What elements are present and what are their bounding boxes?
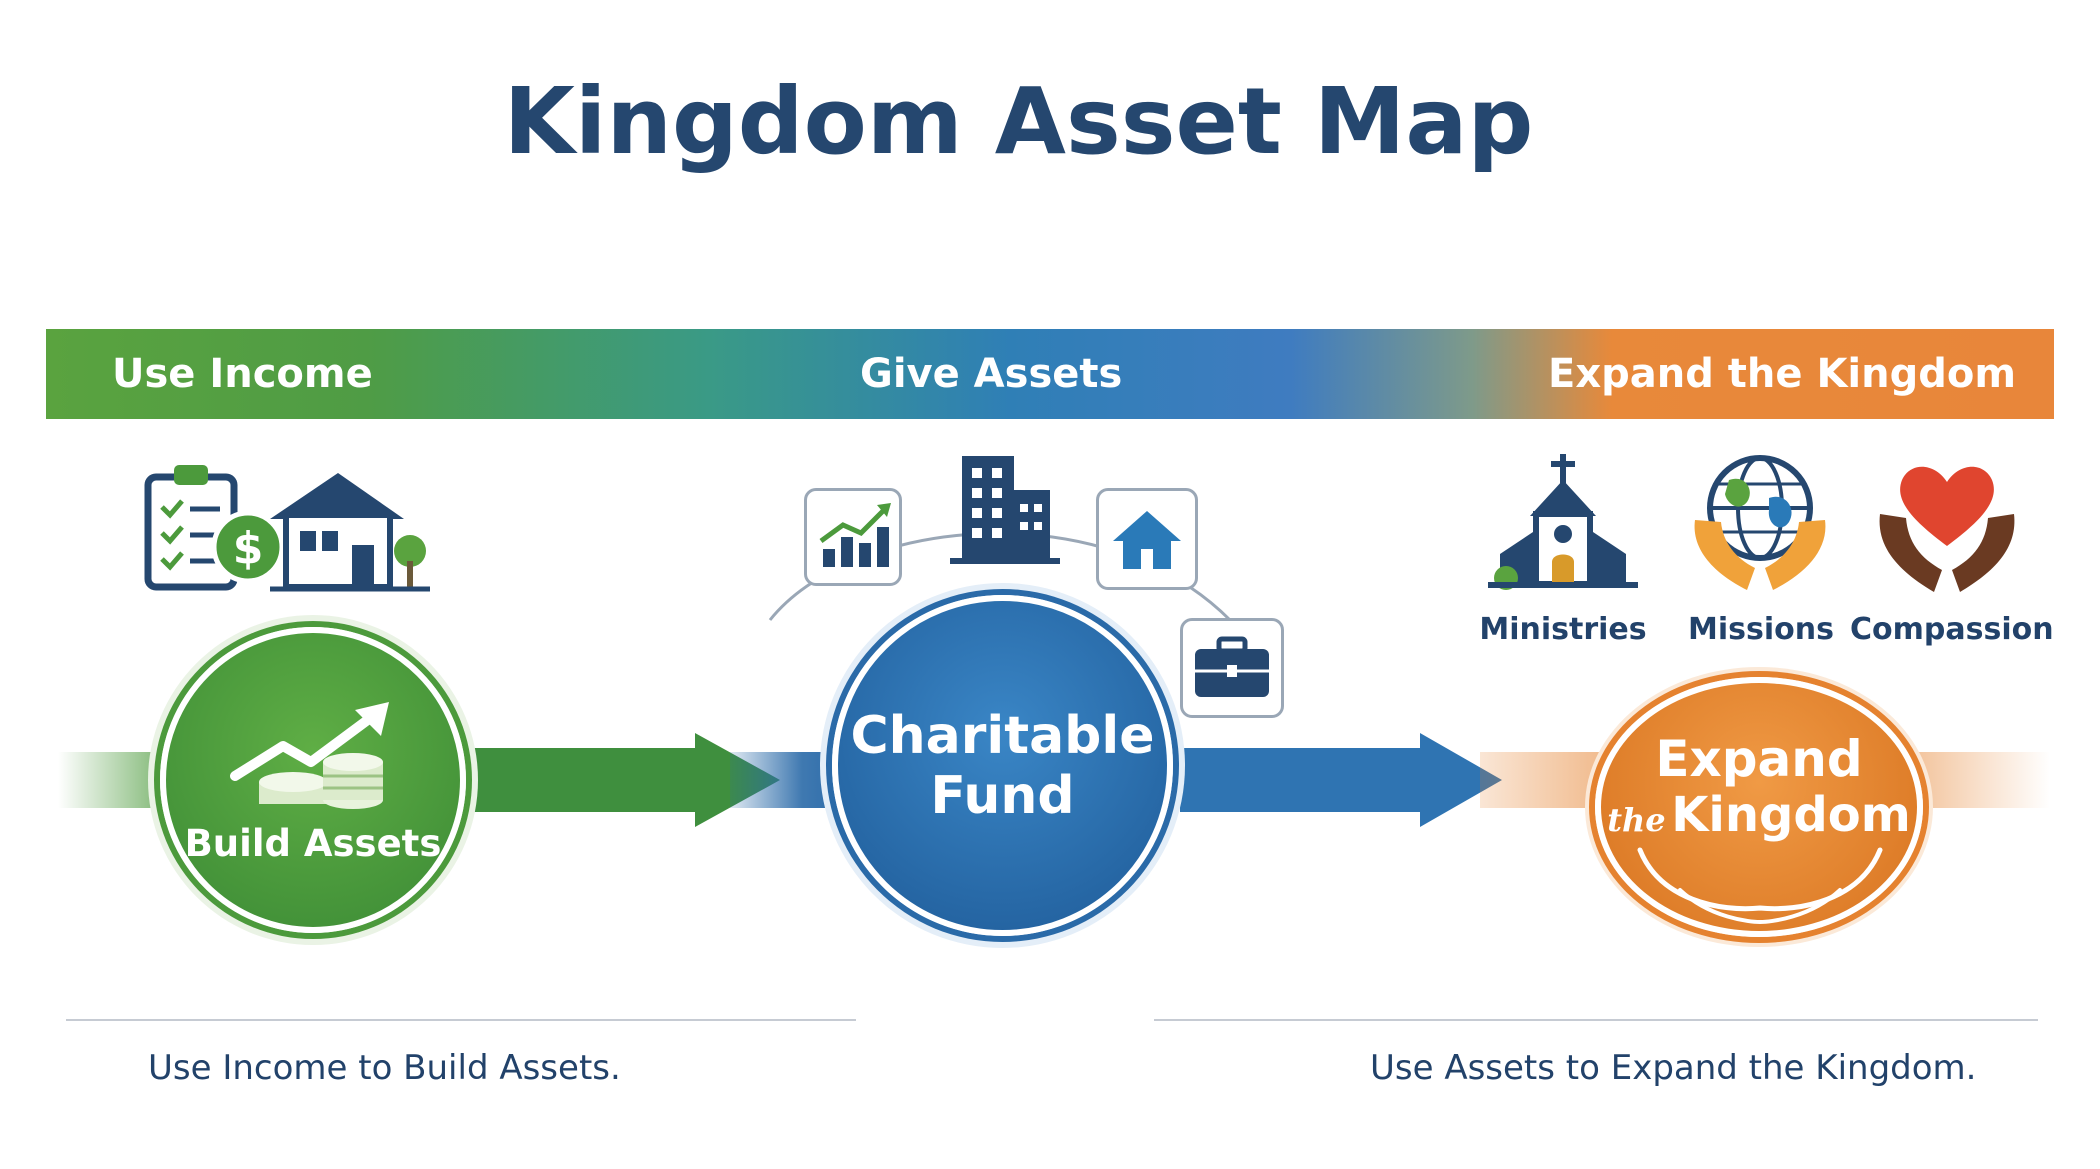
caption-left: Use Income to Build Assets.: [148, 1048, 621, 1088]
build-assets-label: Build Assets: [184, 821, 442, 865]
charitable-fund-node: Charitable Fund: [832, 595, 1173, 936]
outcome-label-ministries: Ministries: [1479, 612, 1647, 647]
globe-hands-icon: [1694, 455, 1826, 590]
briefcase-icon: [1180, 618, 1284, 718]
expand-label-line1: Expand: [1655, 729, 1863, 788]
build-assets-node: Build Assets: [160, 627, 466, 933]
church-icon: [1488, 454, 1638, 590]
expand-label-line2: the Kingdom: [1607, 787, 1911, 854]
page-title: Kingdom Asset Map: [503, 68, 1534, 175]
svg-text:$: $: [233, 523, 264, 574]
income-icons: $: [144, 465, 430, 592]
growth-coins-icon: [230, 701, 389, 809]
band-label-use-income: Use Income: [112, 351, 373, 397]
expand-label-kingdom: Kingdom: [1671, 786, 1911, 843]
office-building-icon: [950, 456, 1060, 564]
outcome-label-missions: Missions: [1688, 612, 1834, 647]
house-icon: [270, 473, 430, 592]
stage-band: [46, 329, 2054, 419]
arrow-fund-to-expand: [1180, 733, 1502, 827]
arrow-build-to-fund: [470, 733, 780, 827]
fund-label-line2: Fund: [930, 765, 1075, 826]
caption-rule-right: [1154, 1019, 2038, 1021]
expand-kingdom-node: Expand the Kingdom: [1595, 677, 1923, 937]
home-tile-icon: [1096, 488, 1198, 590]
expand-label-the: the: [1607, 800, 1666, 839]
fund-label-line1: Charitable: [850, 705, 1155, 766]
caption-right: Use Assets to Expand the Kingdom.: [1370, 1048, 1977, 1088]
bar-chart-icon: [804, 488, 902, 586]
outcome-label-compassion: Compassion: [1850, 612, 2054, 647]
caption-rule-left: [66, 1019, 856, 1021]
dollar-coin-icon: $: [211, 510, 285, 584]
heart-hands-icon: [1879, 466, 2015, 592]
band-label-expand-kingdom: Expand the Kingdom: [1548, 351, 2017, 397]
cupped-hands-icon: [1637, 847, 1883, 925]
band-label-give-assets: Give Assets: [860, 351, 1123, 397]
